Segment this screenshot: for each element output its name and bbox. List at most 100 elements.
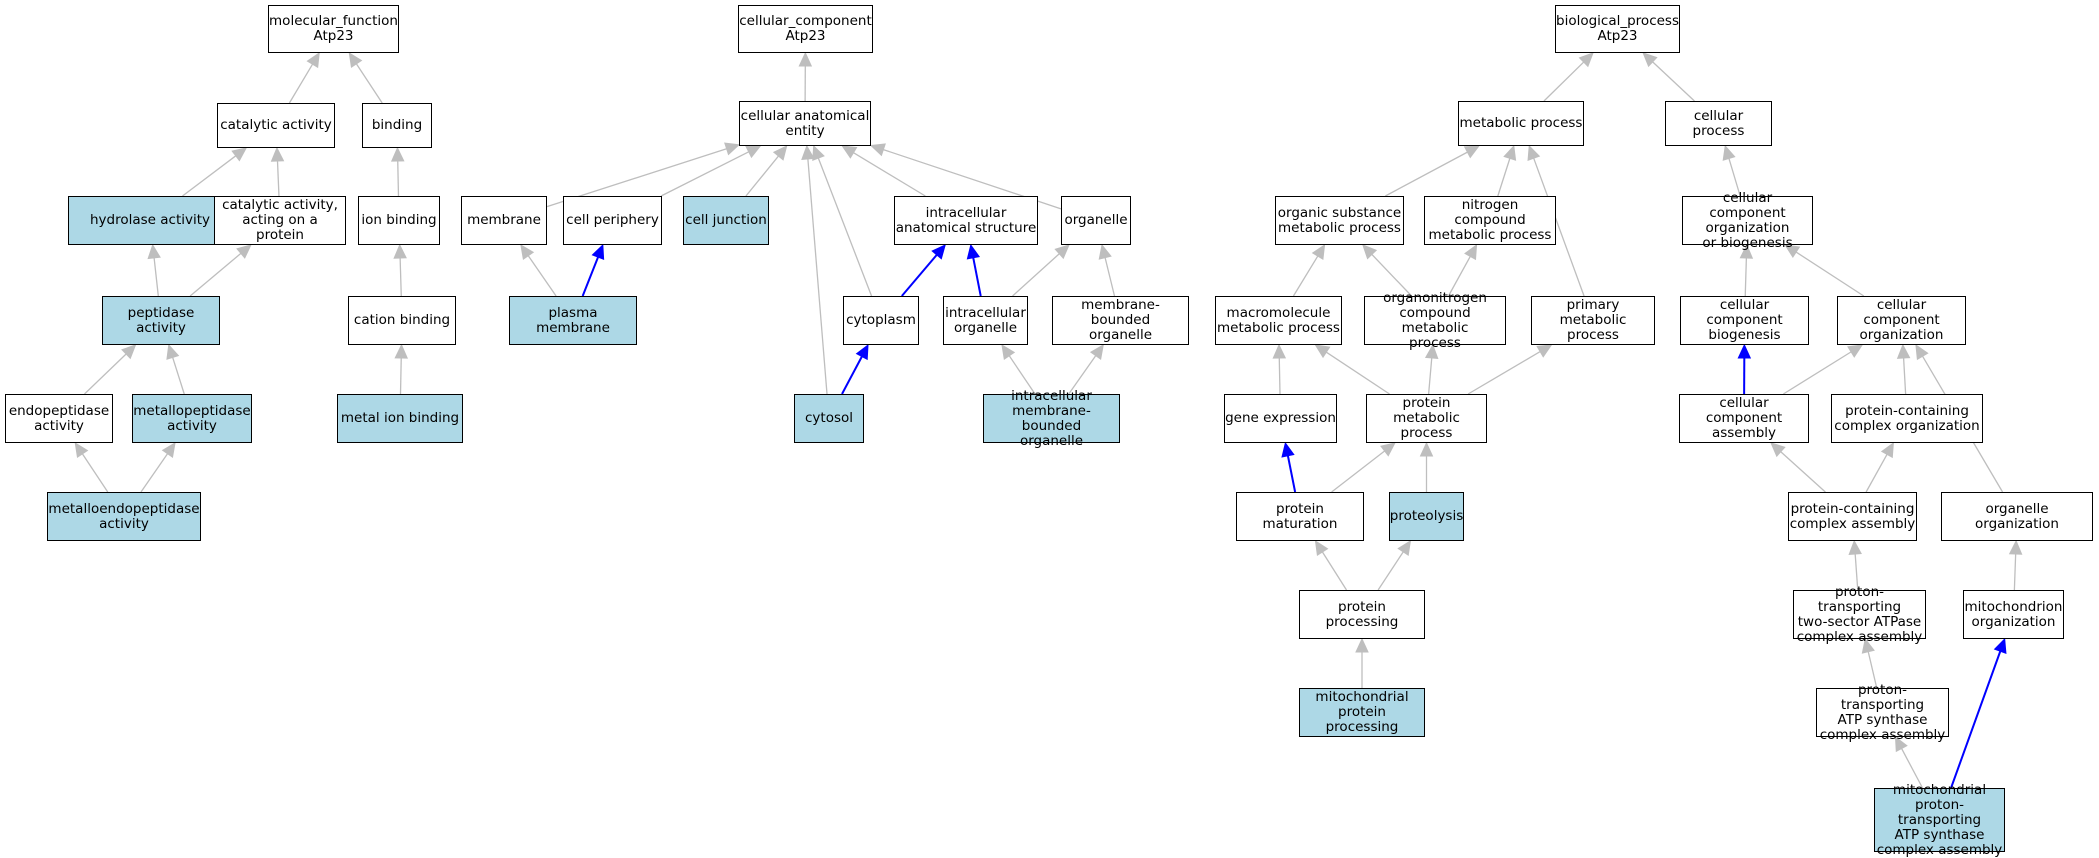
edge-line: [190, 253, 241, 296]
term-node-pt2: proton-transporting two-sector ATPase co…: [1793, 590, 1926, 639]
edge-is-a-prot_mat-to-pmp: [1332, 443, 1395, 492]
edge-line: [1796, 252, 1864, 296]
edge-line: [1429, 358, 1432, 394]
edge-line: [398, 161, 399, 196]
term-node-cell-periphery: cell periphery: [563, 196, 662, 245]
edge-line: [1653, 62, 1695, 101]
edge-arrowhead: [1316, 345, 1330, 357]
edge-arrowhead: [2010, 541, 2022, 554]
edge-arrowhead: [592, 245, 603, 259]
edge-is-a-ccob-to-cellular_process: [1723, 146, 1740, 196]
edge-is-a-pmp-to-primary: [1468, 345, 1551, 394]
term-node-organelle: organelle: [1061, 196, 1131, 245]
edge-line: [1781, 452, 1826, 492]
term-node-mptas: mitochondrial proton-transporting ATP sy…: [1874, 788, 2005, 852]
edge-is-a-cco-to-ccob: [1785, 245, 1864, 296]
edge-arrowhead: [1738, 345, 1750, 358]
edge-arrowhead: [1504, 146, 1515, 160]
term-node-pcco: protein-containing complex organization: [1831, 394, 1983, 443]
term-node-cca: cellular component assembly: [1679, 394, 1809, 443]
edge-line: [400, 258, 401, 296]
term-node-gene-expr: gene expression: [1224, 394, 1337, 443]
edge-line: [1498, 158, 1510, 196]
edge-is-a-ncmp-to-metabolic: [1498, 146, 1516, 196]
edge-is-a-gene_expr-to-macro: [1273, 345, 1285, 394]
edge-arrowhead: [746, 146, 760, 157]
edge-is-a-metalloendo-to-endopeptidase: [75, 443, 108, 492]
edge-line: [1866, 454, 1887, 492]
edge-line: [2014, 554, 2015, 590]
edge-is-a-catalytic-to-mf_root: [289, 53, 319, 103]
edge-arrowhead: [967, 245, 979, 259]
term-node-ncmp: nitrogen compound metabolic process: [1424, 196, 1556, 245]
term-node-metalloendo: metalloendopeptidase activity: [47, 492, 201, 541]
edge-arrowhead: [1356, 639, 1368, 652]
term-node-mf-root: molecular_function Atp23: [268, 5, 399, 53]
edge-is-a-cytosol-to-cae: [802, 146, 827, 394]
edge-arrowhead: [1273, 345, 1285, 358]
edge-is-a-organonitrogen-to-ncmp: [1448, 245, 1476, 296]
term-node-cc-root: cellular_component Atp23: [738, 5, 873, 53]
edge-arrowhead: [1882, 443, 1894, 457]
edge-arrowhead: [521, 245, 533, 259]
edge-is-a-pmp-to-macro: [1316, 345, 1390, 394]
term-node-intra-org: intracellular organelle: [943, 296, 1028, 345]
edge-is-a-ptas-to-pt2: [1862, 639, 1876, 688]
edge-arrowhead: [1091, 345, 1103, 359]
term-node-cytosol: cytosol: [794, 394, 864, 443]
edge-line: [746, 156, 779, 196]
edge-line: [1013, 254, 1060, 296]
edge-is-a-macro-to-osmp: [1293, 245, 1324, 296]
edge-part-of-cytoplasm-to-ias: [902, 245, 945, 296]
term-node-cat-protein: catalytic activity, acting on a protein: [214, 196, 346, 245]
edge-arrowhead: [75, 443, 87, 457]
term-node-ccob: cellular component organization or bioge…: [1682, 196, 1813, 245]
edge-arrowhead: [1421, 443, 1433, 456]
edge-is-a-prot_proc-to-prot_mat: [1316, 541, 1347, 590]
edge-is-a-pcca-to-cca: [1771, 443, 1825, 492]
edge-is-a-peptidase-to-cat_protein: [190, 245, 251, 296]
edge-line: [1951, 651, 2000, 788]
term-node-binding: binding: [362, 103, 432, 148]
edge-line: [842, 356, 862, 394]
edge-is-a-pcco-to-cco: [1898, 345, 1910, 394]
edge-is-a-mb_org-to-organelle: [1099, 245, 1114, 296]
edge-arrowhead: [842, 146, 856, 158]
edge-is-a-pt2-to-pcca: [1849, 541, 1861, 590]
term-node-organonitrogen: organonitrogen compound metabolic proces…: [1364, 296, 1506, 345]
edge-line: [1279, 358, 1280, 394]
edge-line: [1293, 256, 1317, 296]
edge-line: [902, 255, 937, 296]
edge-is-a-peptidase-to-hydrolase: [148, 245, 160, 296]
term-node-prot-proc: protein processing: [1299, 590, 1425, 639]
edge-arrowhead: [1995, 639, 2006, 653]
edge-arrowhead: [392, 148, 404, 161]
edge-is-a-cellular_process-to-bp_root: [1643, 53, 1694, 101]
edge-line: [82, 454, 107, 492]
term-node-macro: macromolecule metabolic process: [1215, 296, 1342, 345]
edge-arrowhead: [802, 146, 814, 159]
term-node-mb-org: membrane-bounded organelle: [1052, 296, 1189, 345]
edge-part-of-prot_mat-to-gene_expr: [1282, 443, 1295, 492]
edge-line: [356, 64, 382, 103]
edge-is-a-imbo-to-mb_org: [1069, 345, 1104, 394]
edge-is-a-endopeptidase-to-peptidase: [85, 345, 136, 394]
edge-is-a-cat_protein-to-catalytic: [271, 148, 283, 196]
edge-is-a-mito_org-to-org_org: [2010, 541, 2022, 590]
edge-line: [182, 156, 235, 196]
edge-is-a-pcca-to-pcco: [1866, 443, 1893, 492]
edge-is-a-cytoplasm-to-cae: [813, 146, 872, 296]
edge-line: [277, 161, 278, 196]
edge-line: [528, 256, 556, 296]
edge-is-a-imbo-to-intra_org: [1002, 345, 1035, 394]
edge-arrowhead: [167, 345, 178, 359]
edge-line: [661, 152, 749, 196]
term-node-cation-binding: cation binding: [348, 296, 456, 345]
edge-line: [1378, 552, 1403, 590]
edge-is-a-prot_proc-to-proteolysis: [1378, 541, 1410, 590]
edge-arrowhead: [1381, 443, 1395, 456]
term-node-org-org: organelle organization: [1941, 492, 2093, 541]
term-node-ias: intracellular anatomical structure: [894, 196, 1038, 245]
term-node-pcca: protein-containing complex assembly: [1788, 492, 1917, 541]
edge-line: [818, 158, 871, 296]
